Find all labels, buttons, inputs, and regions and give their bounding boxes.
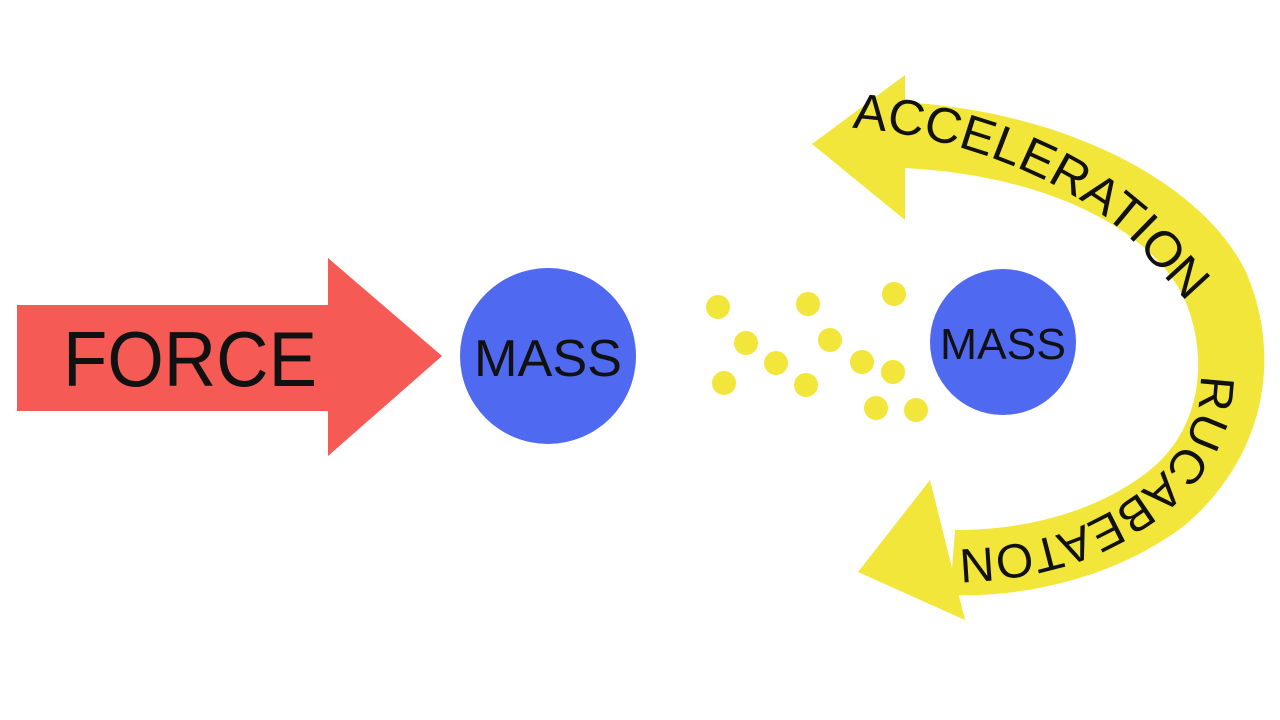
particles <box>706 282 928 422</box>
mass-right: MASS <box>930 269 1076 415</box>
particle <box>850 350 874 374</box>
particle <box>764 351 788 375</box>
force-arrow: FORCE <box>17 258 442 456</box>
force-arrow-shape <box>17 258 442 456</box>
particle <box>794 373 818 397</box>
particle <box>796 292 820 316</box>
particle <box>881 360 905 384</box>
deceleration-arrowhead <box>858 480 965 620</box>
particle <box>864 396 888 420</box>
force-label: FORCE <box>63 315 317 403</box>
mass-left: MASS <box>460 268 636 444</box>
particle <box>712 371 736 395</box>
mass-left-label: MASS <box>474 330 622 388</box>
particle <box>734 331 758 355</box>
mass-right-circle <box>930 269 1076 415</box>
acceleration-arrowhead <box>812 75 905 220</box>
particle <box>818 328 842 352</box>
mass-left-circle <box>460 268 636 444</box>
particle <box>882 282 906 306</box>
mass-right-label: MASS <box>940 320 1066 369</box>
particle <box>706 295 730 319</box>
particle <box>904 398 928 422</box>
curved-arrow-band <box>900 102 1265 596</box>
